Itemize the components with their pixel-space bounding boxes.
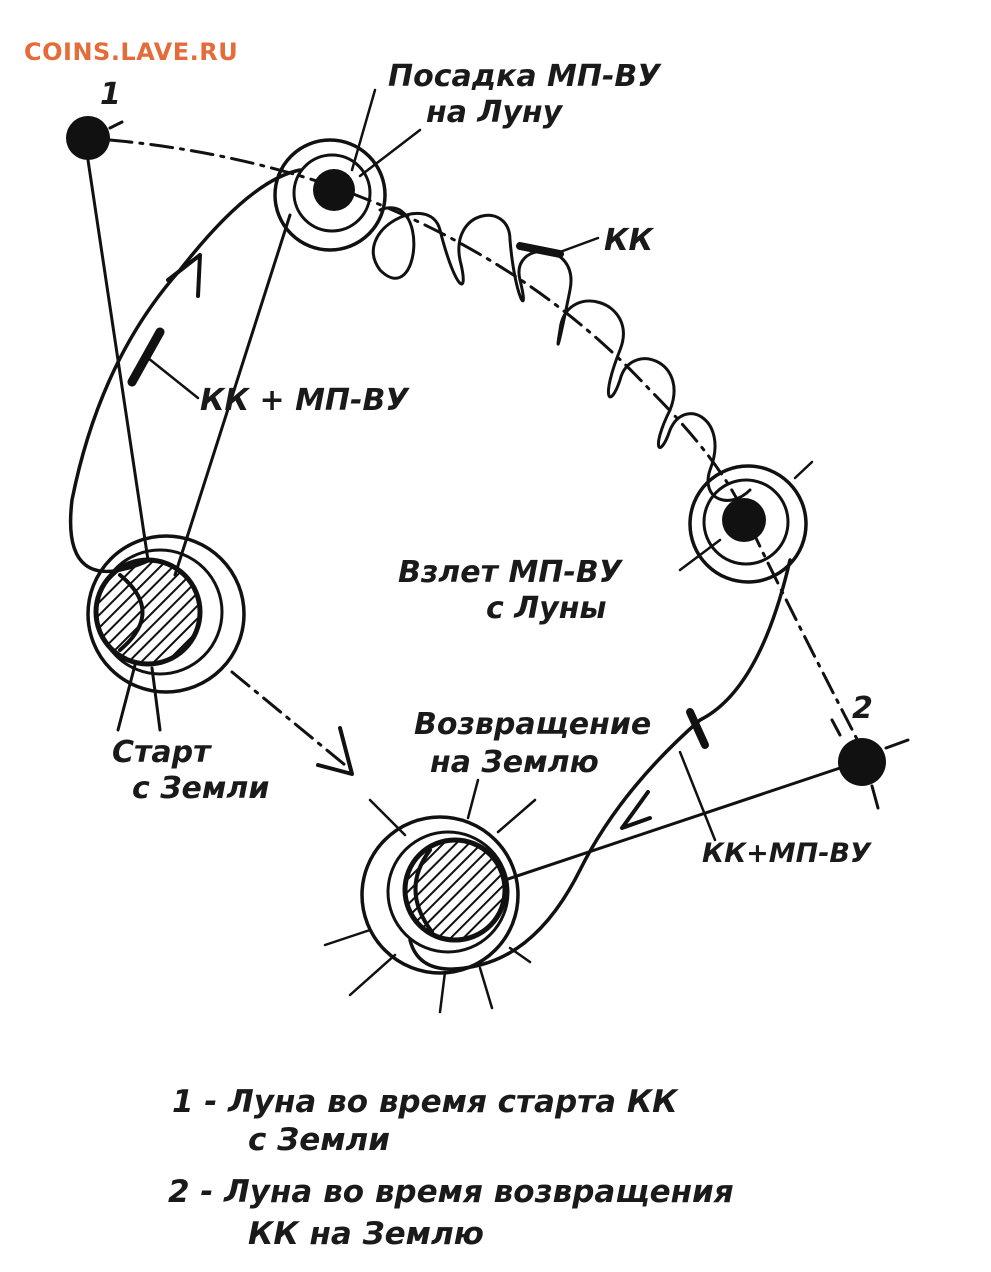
moon-position-dot <box>838 738 886 786</box>
earth-orbit-ring-inner <box>386 830 510 954</box>
kk-mp-vu-return-label: КК+МП-ВУ <box>702 838 872 869</box>
legend: 1 - Луна во время старта КК с Земли 2 - … <box>168 1084 734 1252</box>
legend-item-2-line1: 2 - Луна во время возвращения <box>168 1174 734 1210</box>
takeoff-ray <box>793 460 814 480</box>
earth-globe <box>402 837 508 943</box>
earth-orbit-ring <box>86 534 246 694</box>
return-label-line2: на Землю <box>430 745 599 780</box>
return-label-line1: Возвращение <box>414 707 651 742</box>
landing-label-line2: на Луну <box>426 95 564 130</box>
moon-orbit-circle <box>688 464 808 584</box>
moon-position-2: 2 <box>830 691 910 810</box>
outbound-direction-arrow <box>166 253 202 298</box>
legend-item-1-line2: с Земли <box>248 1122 390 1158</box>
moon-orbit-path <box>108 138 862 747</box>
moon-globe <box>722 498 766 542</box>
earth-start-pointer <box>150 666 162 732</box>
moon-2-ray <box>830 718 842 737</box>
kk-mp-vu-outbound-leader <box>146 356 200 400</box>
return-direction-arrow <box>620 790 652 830</box>
moon-position-dot <box>66 116 110 160</box>
line-moon-2-to-earth <box>503 766 842 882</box>
earth-start <box>86 534 246 732</box>
start-label-line1: Старт <box>112 735 212 770</box>
earth-start-pointer <box>116 663 137 732</box>
line-earth-to-landing <box>173 213 292 577</box>
earth-ray <box>508 946 532 964</box>
moon-orbit-circle-inner <box>292 153 372 233</box>
earth-return <box>323 778 537 1014</box>
outbound-trajectory <box>68 168 302 574</box>
earth-ray <box>478 966 494 1010</box>
earth-ray <box>323 928 372 947</box>
earth-ray <box>466 778 480 820</box>
earth-ray <box>496 798 537 834</box>
earth-orbit-ring <box>360 815 520 975</box>
landing-leader <box>350 88 377 172</box>
start-label-line2: с Земли <box>132 771 269 806</box>
moon-1-number: 1 <box>100 77 121 112</box>
earth-globe <box>93 557 203 667</box>
earth-ray <box>348 953 397 997</box>
earth-terminator <box>118 573 145 652</box>
moon-landing <box>273 88 422 252</box>
moon-2-ray <box>870 784 880 810</box>
moon-1-tick <box>108 120 124 130</box>
kk-mp-vu-craft-outbound <box>127 327 165 387</box>
moon-takeoff <box>678 460 814 584</box>
moon-globe <box>313 169 355 211</box>
moon-orbit-circle-inner <box>702 478 790 566</box>
earth-motion-arrow <box>316 726 354 776</box>
takeoff-leader <box>678 538 722 572</box>
earth-ray <box>368 798 407 837</box>
line-earth-to-moon-1 <box>86 158 150 562</box>
legend-item-1-line1: 1 - Луна во время старта КК <box>172 1084 679 1120</box>
takeoff-label-line1: Взлет МП-ВУ <box>398 555 624 590</box>
kk-mp-vu-return-leader <box>678 750 717 842</box>
landing-leader <box>358 128 422 178</box>
moon-2-number: 2 <box>852 691 873 726</box>
earth-terminator <box>413 848 434 934</box>
moon-2-ray <box>884 738 910 750</box>
moon-position-1: 1 <box>66 77 124 160</box>
earth-ray <box>438 970 447 1014</box>
legend-item-2-line2: КК на Землю <box>248 1216 484 1252</box>
kk-spiral-orbit <box>371 206 752 502</box>
moon-orbit-circle <box>273 138 387 252</box>
watermark: COINS.LAVE.RU <box>24 38 239 66</box>
kk-craft-spiral <box>516 242 564 258</box>
landing-label-line1: Посадка МП-ВУ <box>388 59 662 94</box>
kk-leader <box>558 236 600 254</box>
takeoff-label-line2: с Луны <box>486 591 607 626</box>
kk-mp-vu-outbound-label: КК + МП-ВУ <box>200 383 410 418</box>
earth-motion-path <box>230 670 347 767</box>
kk-label: КК <box>604 223 655 258</box>
kk-mp-vu-craft-return <box>686 708 709 749</box>
